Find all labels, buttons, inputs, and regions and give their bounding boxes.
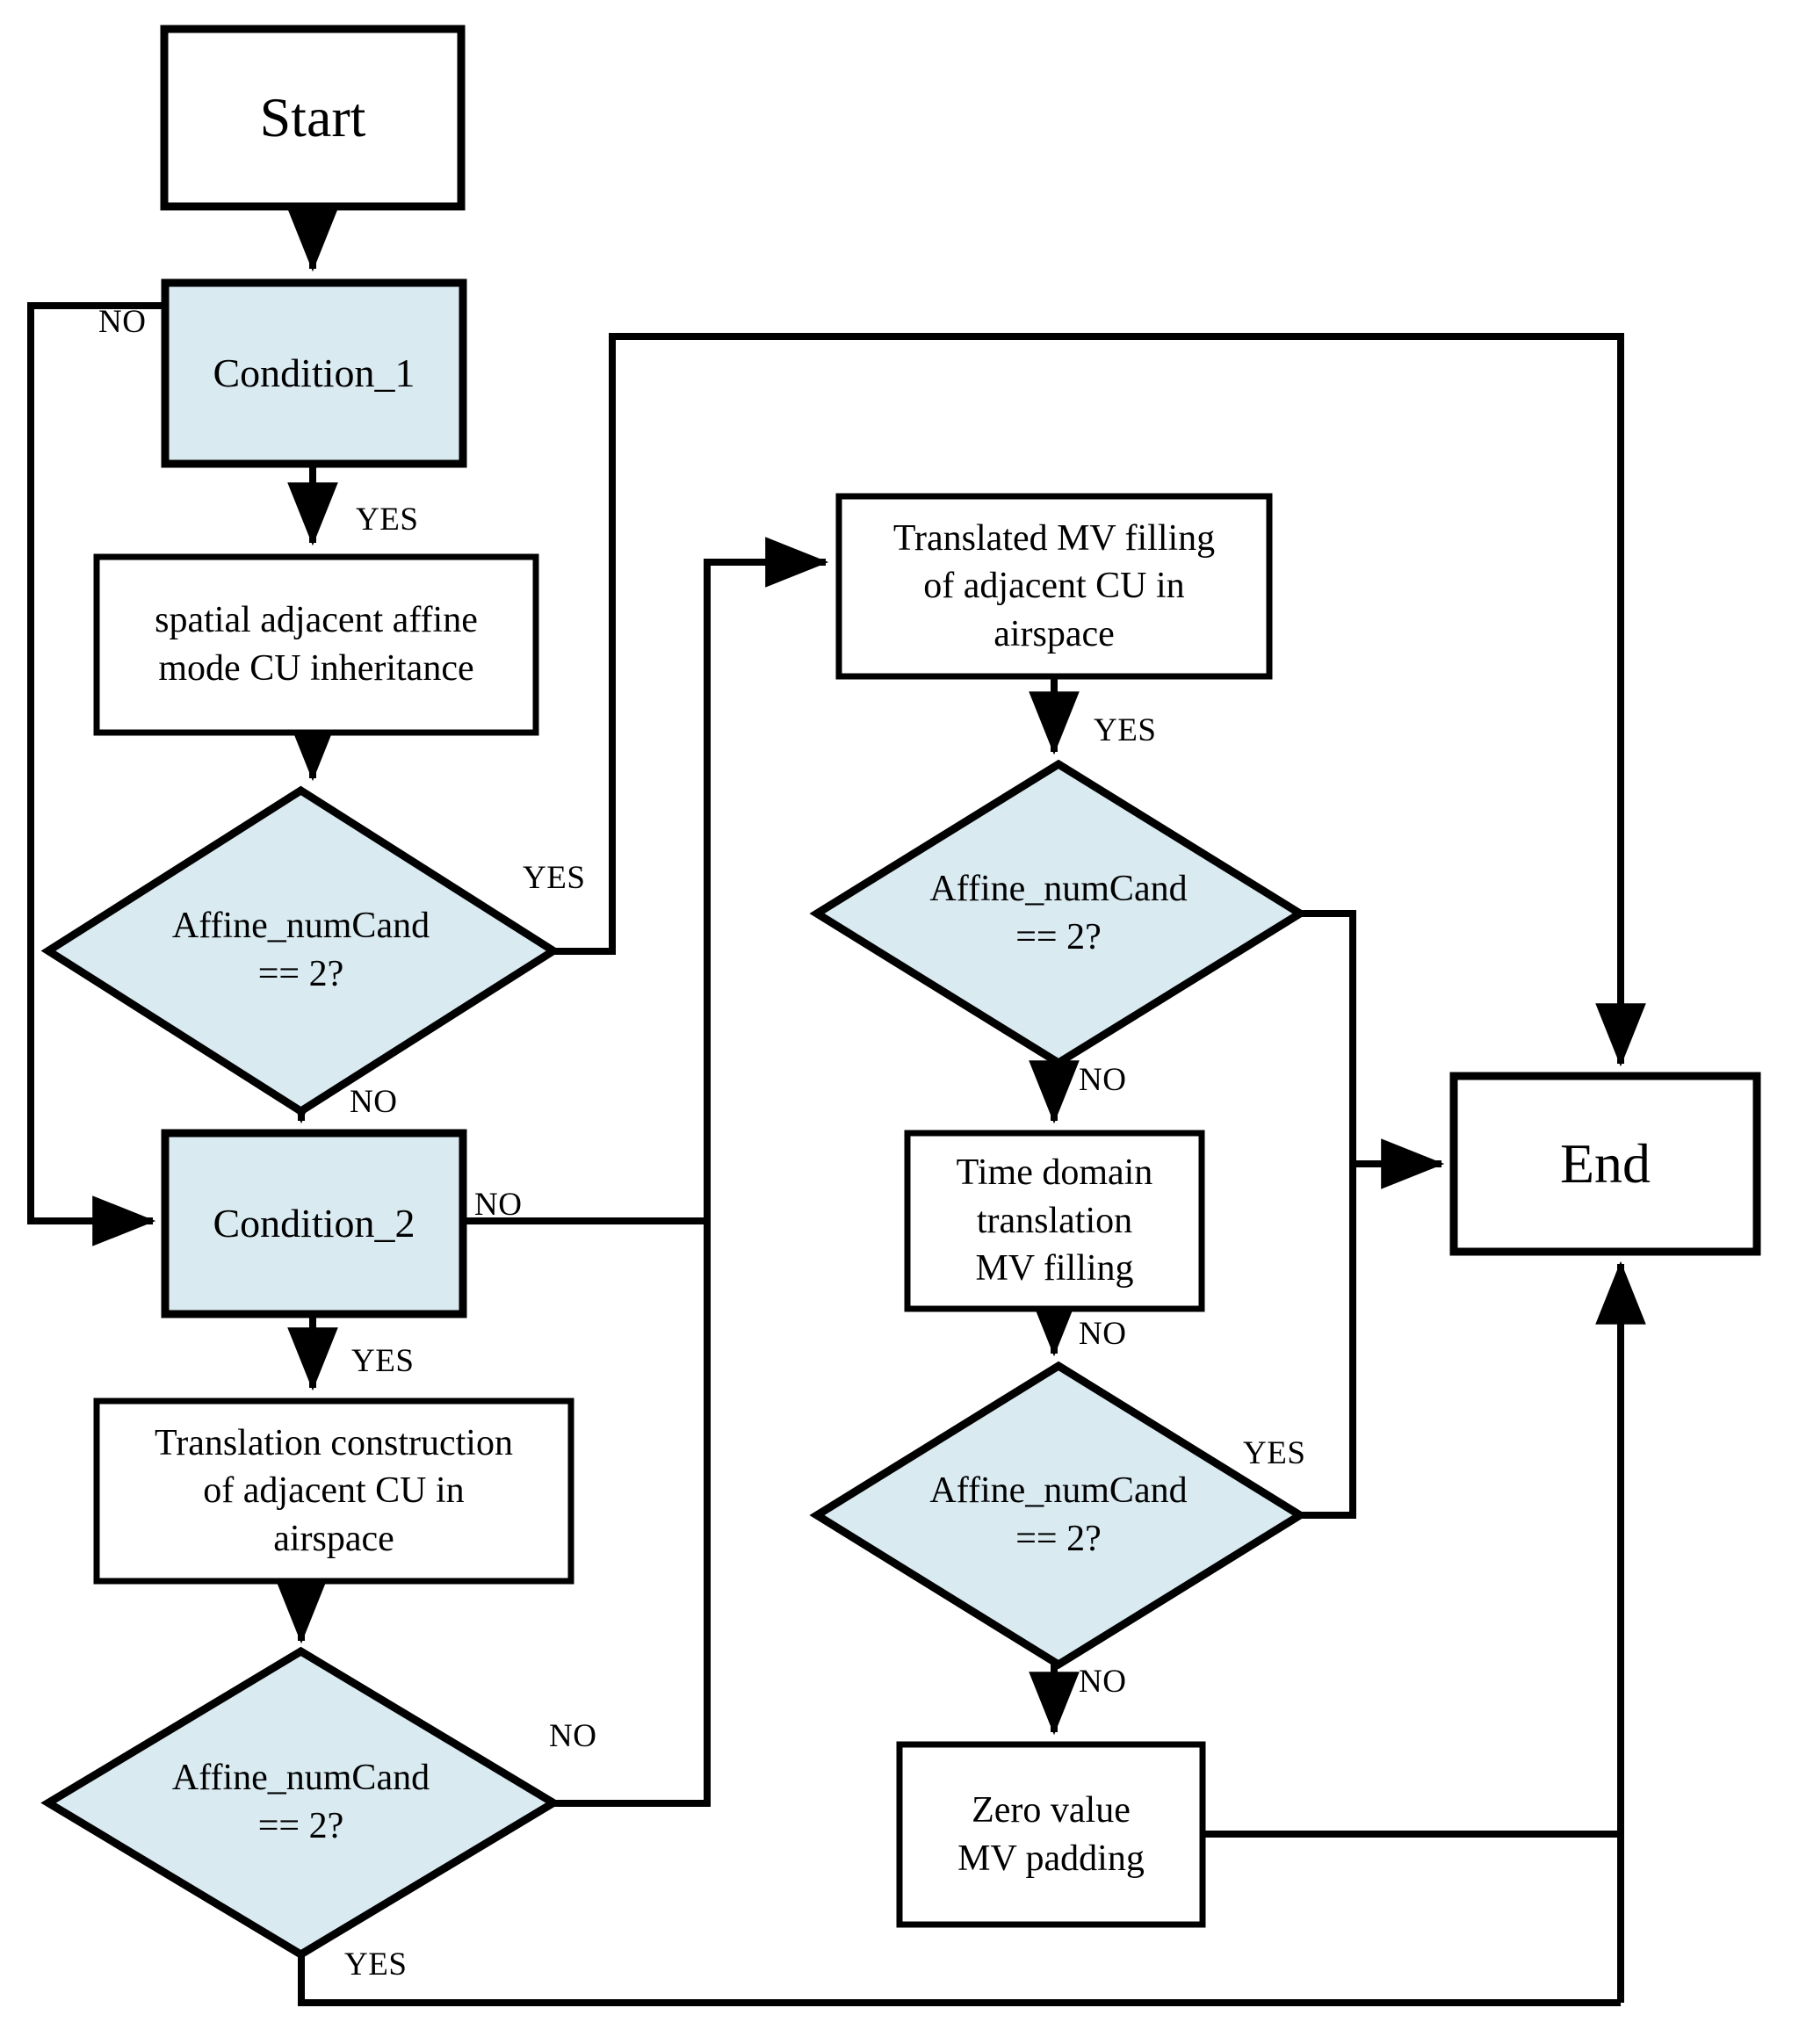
edge-label-condition-2-yes: YES <box>351 1343 415 1379</box>
edge-label-decision-3-no: NO <box>1079 1062 1127 1098</box>
edge-label-decision-2-yes: YES <box>344 1946 408 1983</box>
edge-label-decision-2-no: NO <box>549 1718 597 1754</box>
edge-label-condition-2-no: NO <box>474 1187 523 1223</box>
edge-label-decision-4-no: NO <box>1079 1664 1127 1700</box>
node-translated-mv-filling-shape[interactable] <box>835 493 1273 680</box>
edge-label-decision-4-entry-no: NO <box>1079 1316 1127 1352</box>
node-zero-value-mv-padding-shape[interactable] <box>896 1741 1206 1928</box>
node-decision-4-shape[interactable] <box>809 1361 1308 1670</box>
edge-label-condition-1-yes: YES <box>356 502 419 538</box>
node-condition-1-shape[interactable] <box>161 278 467 468</box>
edge-label-decision-1-no: NO <box>350 1084 398 1120</box>
edge-label-decision-1-yes: YES <box>523 860 586 896</box>
edge-label-condition-1-no: NO <box>98 304 147 340</box>
node-decision-1-shape[interactable] <box>40 785 561 1116</box>
node-start-shape[interactable] <box>160 25 466 211</box>
node-time-domain-shape[interactable] <box>904 1130 1205 1312</box>
node-decision-2-shape[interactable] <box>40 1646 561 1960</box>
node-condition-2-shape[interactable] <box>161 1129 467 1318</box>
node-spatial-inheritance-shape[interactable] <box>93 553 539 736</box>
edge-label-decision-4-yes: YES <box>1243 1435 1306 1471</box>
edge-label-decision-3-yes: YES <box>1094 712 1157 748</box>
node-end-shape[interactable] <box>1449 1072 1761 1256</box>
connector-group-plain <box>298 914 1621 2006</box>
node-translation-construction-shape[interactable] <box>93 1398 574 1585</box>
node-decision-3-shape[interactable] <box>809 759 1308 1068</box>
